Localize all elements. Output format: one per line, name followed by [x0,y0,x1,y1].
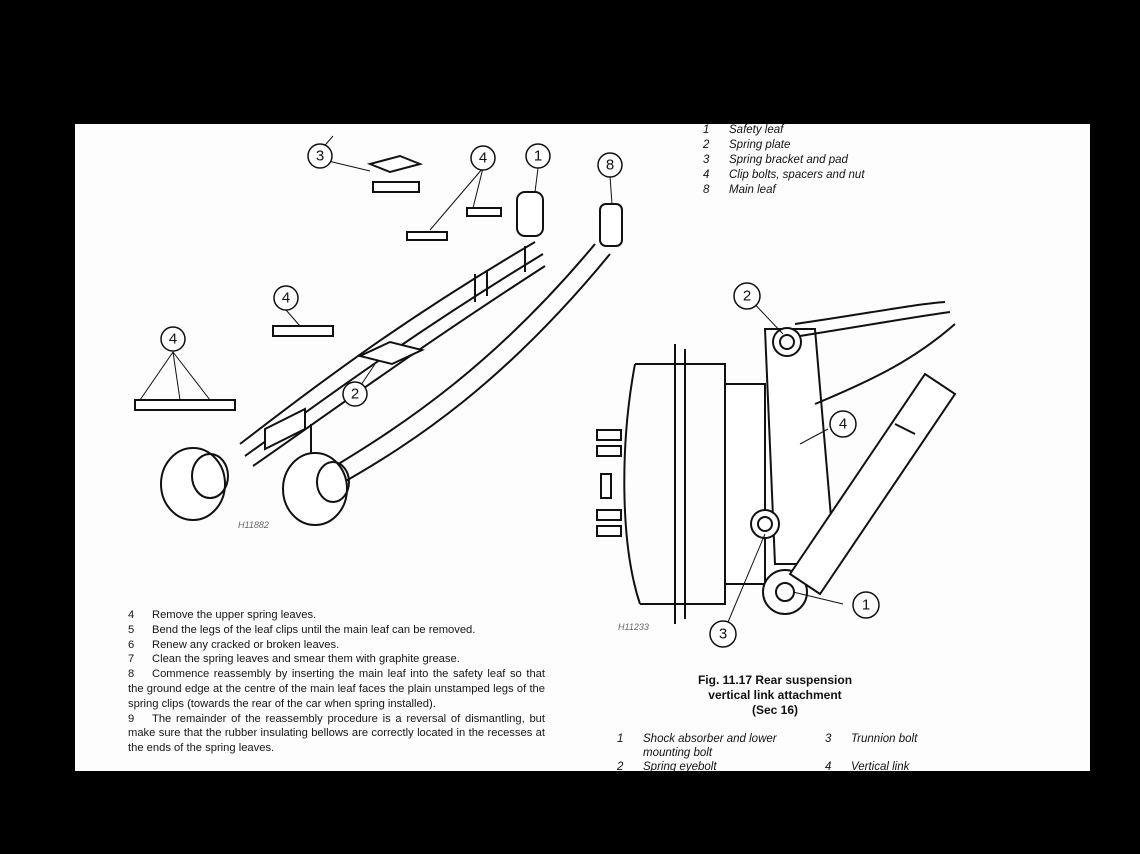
callout-2-spring-eyebolt: 2 [733,282,761,310]
left-figure-id: H11882 [238,520,269,530]
right-figure-id: H11233 [618,622,649,632]
right-figure-callouts: 2 4 3 1 [709,282,880,648]
callout-number: 1 [862,597,870,614]
callout-4-vertical-link: 4 [829,410,857,438]
callout-number: 3 [316,148,324,165]
leaf-spring-exploded-illustration: 3 4 1 8 4 4 2 [134,135,623,526]
callout-number: 2 [743,288,751,305]
callout-3-spring-bracket: 3 [307,143,333,169]
callout-number: 4 [169,331,177,348]
callout-number: 3 [719,626,727,643]
callout-1-safety-leaf: 1 [525,143,551,169]
callout-1-shock-absorber: 1 [852,591,880,619]
callout-number: 4 [839,416,847,433]
callout-2-spring-plate: 2 [342,381,368,407]
figure-caption: Fig. 11.17 Rear suspension vertical link… [697,673,853,717]
callout-8-main-leaf: 8 [597,152,623,178]
left-figure-callouts: 3 4 1 8 4 4 2 [160,143,623,407]
callout-number: 1 [534,148,542,165]
callout-number: 2 [351,386,359,403]
callout-4-clip-bolt-middle: 4 [273,285,299,311]
callout-number: 8 [606,157,614,174]
callout-4-clip-bolt-lower: 4 [160,326,186,352]
callout-number: 4 [282,290,290,307]
callout-number: 4 [479,150,487,167]
vertical-link-legend: 1 Shock absorber and lower mounting bolt… [617,733,918,771]
callout-4-clip-bolt-upper: 4 [470,145,496,171]
manual-page: 3 4 1 8 4 4 2 H11882 [75,124,1090,771]
callout-3-trunnion-bolt: 3 [709,620,737,648]
